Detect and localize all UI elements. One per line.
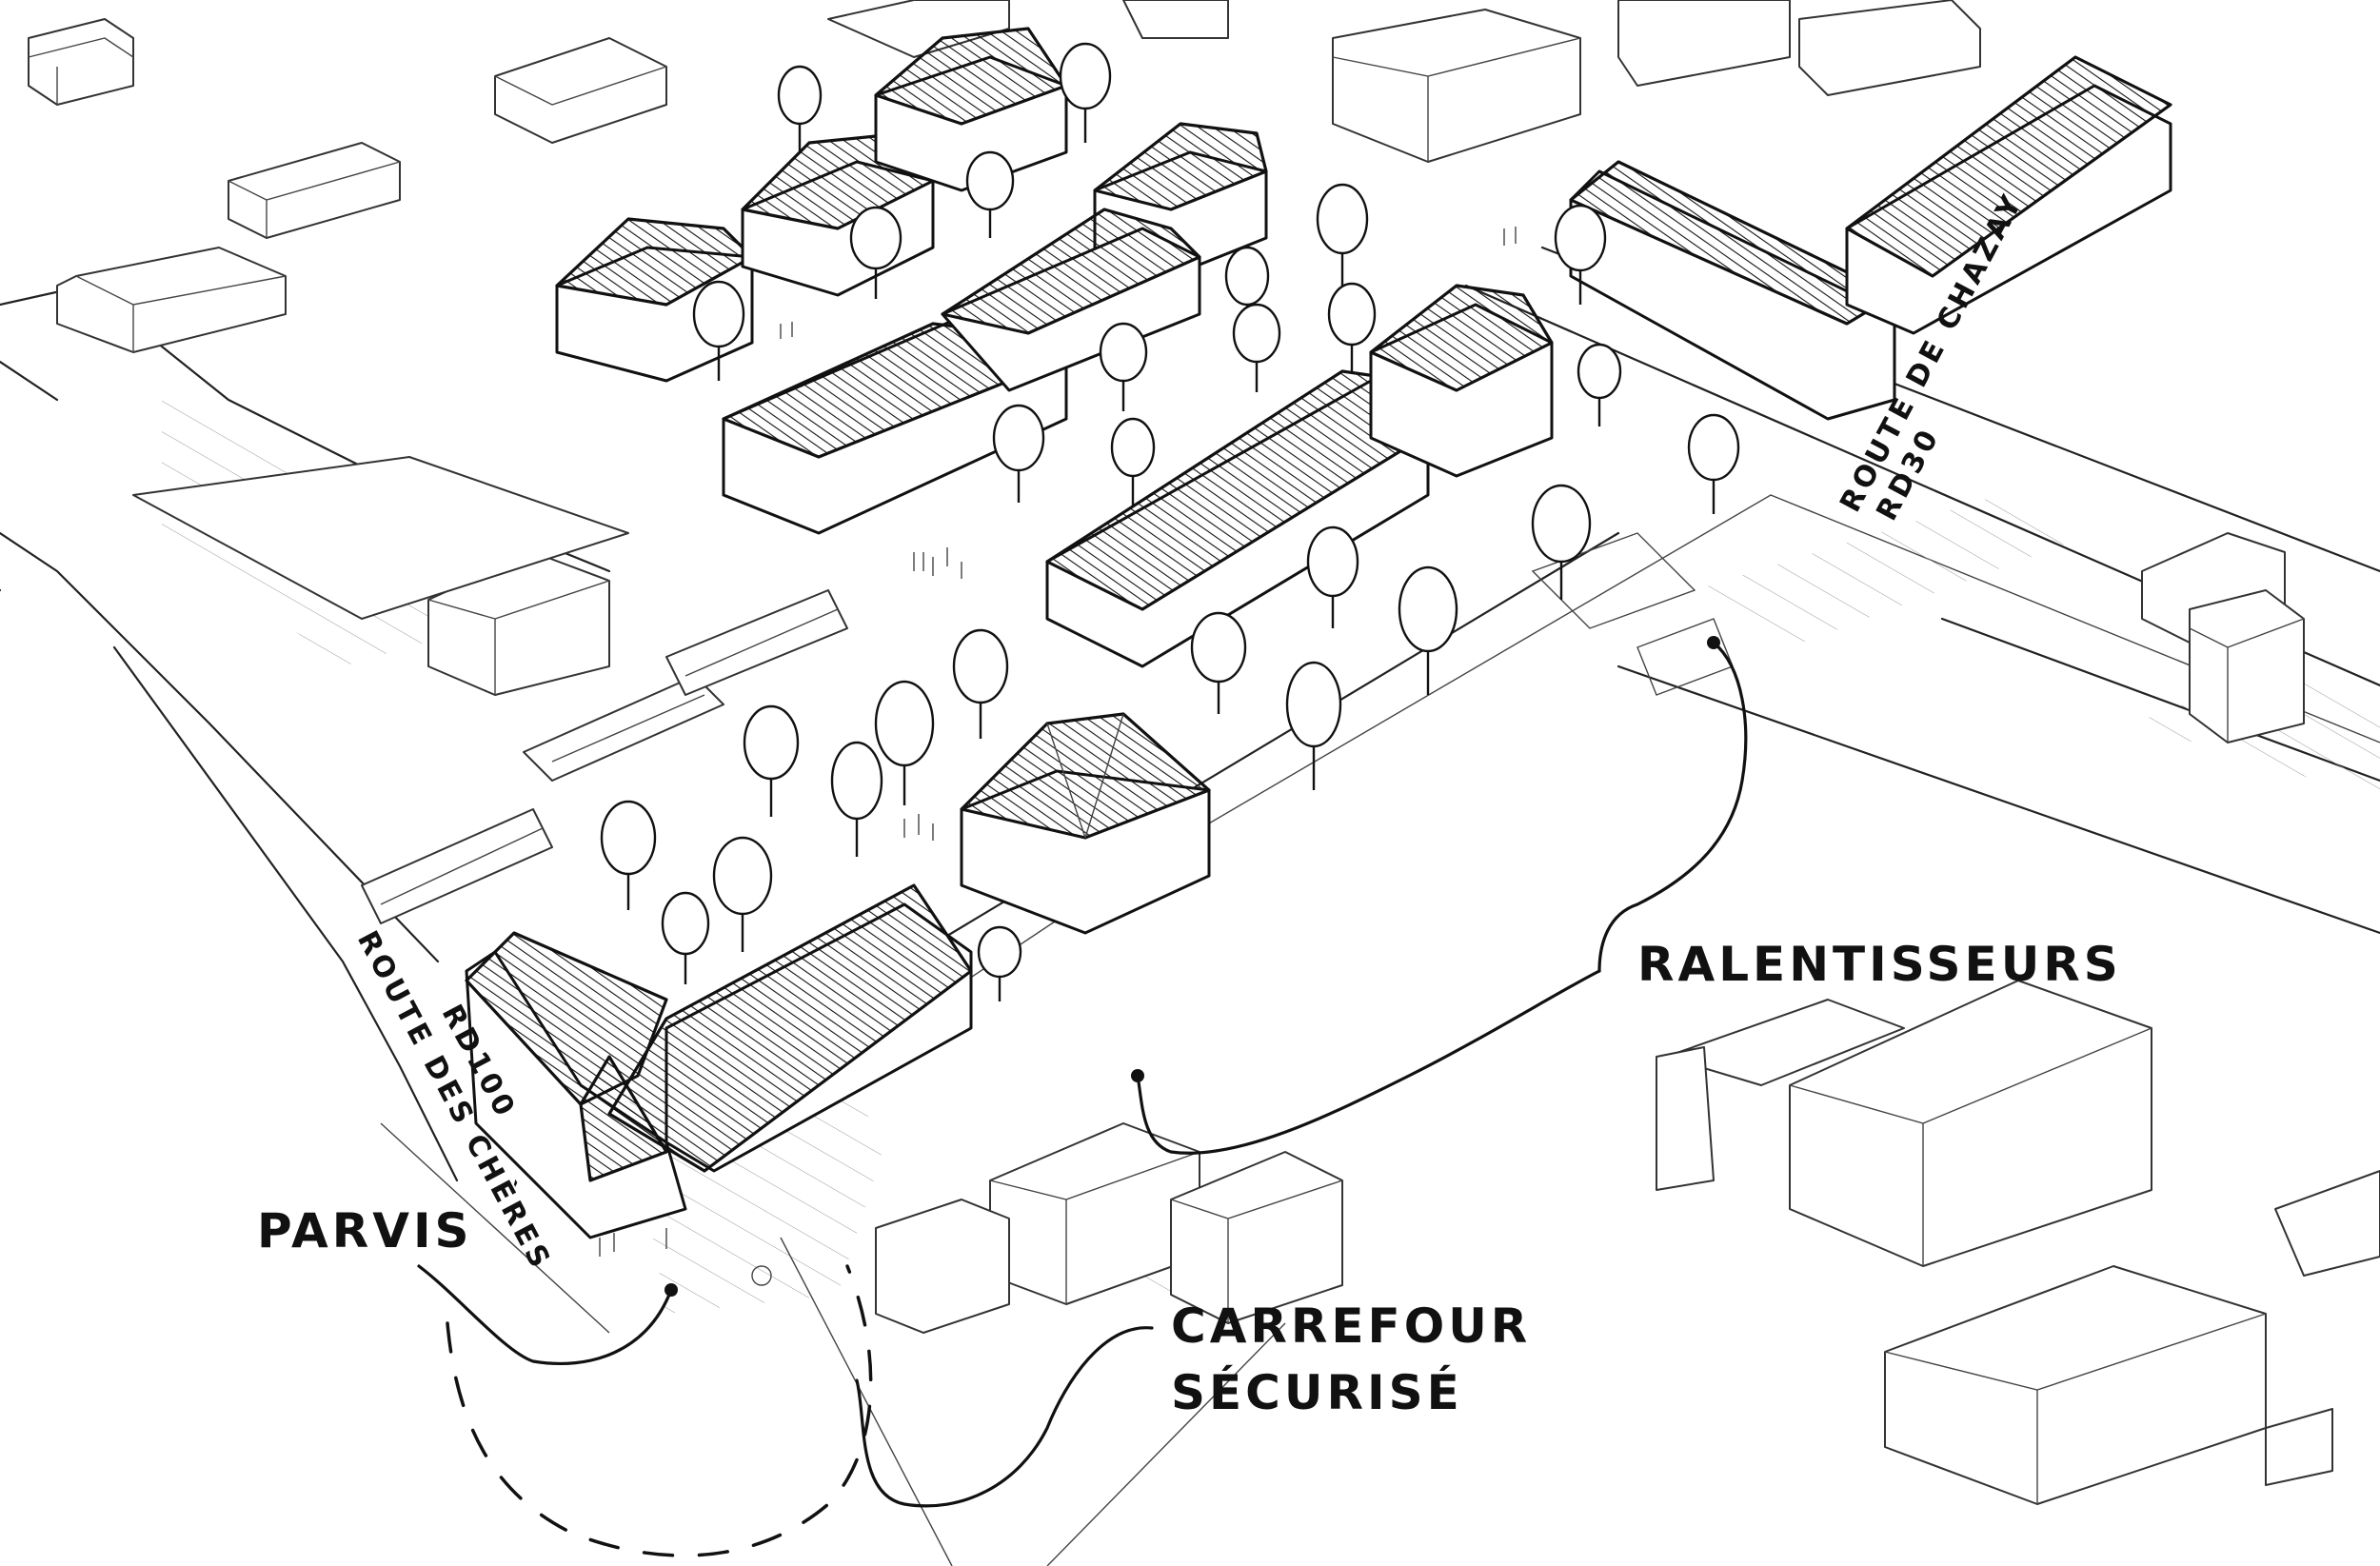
trees [600,42,1740,1001]
people-figures [599,227,1517,1286]
main-buildings [465,27,2172,1239]
label-ralentisseurs: RALENTISSEURS [1637,937,2122,992]
label-carrefour: CARREFOUR [1171,1298,1531,1354]
background-buildings [28,0,2380,1505]
label-securise: SÉCURISÉ [1171,1364,1463,1420]
annotations [417,636,1748,1557]
parking-rows [361,532,1734,924]
label-parvis: PARVIS [257,1203,473,1259]
